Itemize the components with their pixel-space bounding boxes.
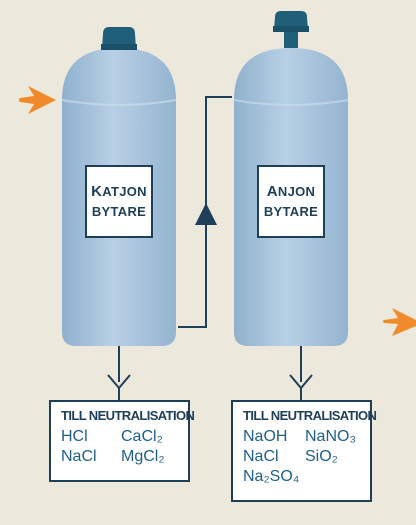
right-waste-title: TILL NEUTRALISATION (243, 408, 377, 423)
chemical-nacl: NaCl (243, 448, 279, 465)
right-drain (289, 346, 313, 400)
inlet-arrow-icon (19, 86, 56, 114)
cation-label-line2: BYTARE (91, 203, 147, 219)
outlet-arrow-icon (383, 308, 416, 336)
cation-exchanger-label: KATJON BYTARE (85, 165, 153, 238)
chemical-nacl: NaCl (61, 448, 97, 465)
flow-direction-arrow-icon (195, 203, 217, 225)
chemical-mgcl2: MgCl₂ (121, 448, 165, 465)
cation-cap-icon (102, 27, 136, 48)
right-waste-box: TILL NEUTRALISATION NaOH NaNO₃ NaCl SiO₂… (231, 400, 377, 502)
anion-label-line2: BYTARE (263, 203, 319, 219)
left-drain (107, 346, 131, 400)
chemical-hcl: HCl (61, 428, 88, 445)
cation-label-rest: ATJON (102, 183, 147, 199)
anion-exchanger-label: ANJON BYTARE (257, 165, 325, 238)
left-waste-title: TILL NEUTRALISATION (61, 408, 195, 423)
chemical-sio2: SiO₂ (305, 448, 338, 465)
anion-label-rest: NJON (277, 183, 316, 199)
anion-label-initial: A (266, 182, 278, 200)
left-waste-box: TILL NEUTRALISATION HCl CaCl₂ NaCl MgCl₂ (49, 400, 195, 482)
chemical-naoh: NaOH (243, 428, 288, 445)
chemical-cacl2: CaCl₂ (121, 428, 163, 445)
chemical-nano3: NaNO₃ (305, 428, 356, 445)
cation-label-initial: K (91, 182, 103, 200)
anion-cap-icon (274, 11, 308, 30)
chemical-na2so4: Na₂SO₄ (243, 468, 300, 485)
